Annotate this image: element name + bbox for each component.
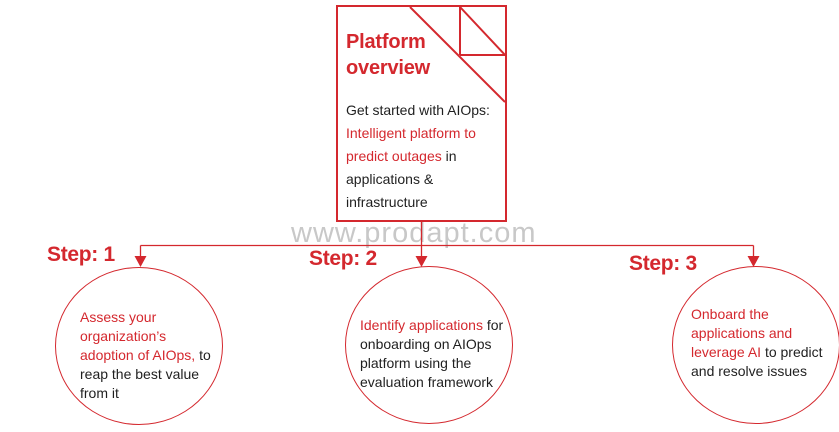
- card-description-black-2: in applications & infrastructure: [346, 148, 457, 210]
- platform-overview-card: Platform overview Get started with AIOps…: [336, 5, 507, 222]
- folded-corner-decoration-icon: [409, 7, 505, 103]
- step-2-circle: Identify applications for onboarding on …: [345, 266, 513, 424]
- step-1-label: Step: 1: [47, 243, 115, 266]
- watermark-text: www.prodapt.com: [291, 217, 537, 249]
- card-description: Get started with AIOps: Intelligent plat…: [346, 99, 500, 214]
- step-2-red-text: Identify applications: [360, 317, 483, 333]
- step-3-black-text: to predict and resolve issues: [691, 344, 823, 379]
- corner-main-diagonal: [409, 7, 505, 103]
- step-1-red-text: Assess your organization’s adoption of A…: [80, 309, 196, 363]
- card-description-black-1: Get started with AIOps:: [346, 102, 490, 118]
- step-3-circle: Onboard the applications and leverage AI…: [672, 266, 839, 424]
- step-2-label: Step: 2: [309, 247, 377, 270]
- step-3-text: Onboard the applications and leverage AI…: [691, 305, 825, 381]
- step-1-black-text: to reap the best value from it: [80, 347, 211, 401]
- step-3-label: Step: 3: [629, 252, 697, 275]
- card-description-red-highlight: Intelligent platform to predict outages: [346, 125, 476, 164]
- step-1-circle: Assess your organization’s adoption of A…: [55, 267, 223, 425]
- step-1-text: Assess your organization’s adoption of A…: [80, 308, 222, 403]
- step-2-text: Identify applications for onboarding on …: [360, 316, 512, 392]
- card-title: Platform overview: [346, 31, 431, 79]
- step-2-black-text: for onboarding on AIOps platform using t…: [360, 317, 504, 390]
- step-3-red-text: Onboard the applications and leverage AI: [691, 306, 793, 360]
- corner-square-diagonal: [459, 7, 505, 56]
- arrowhead-step1-icon: [134, 256, 147, 267]
